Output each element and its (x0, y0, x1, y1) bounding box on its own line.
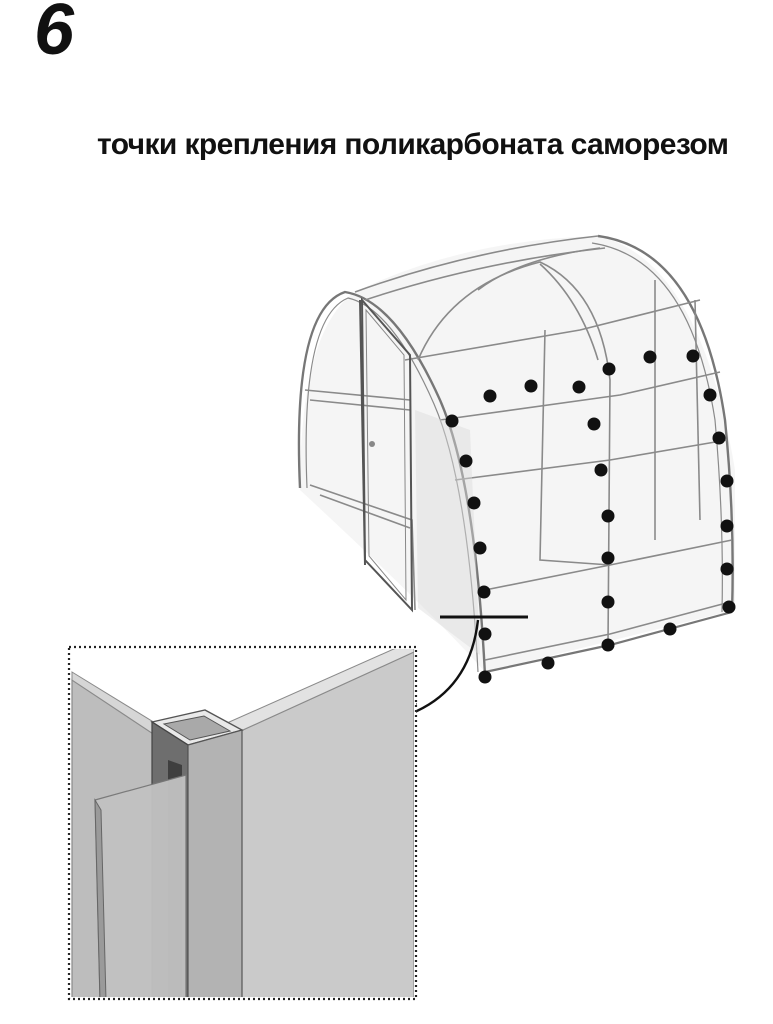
black-dot-icon (541, 656, 555, 670)
detail-inset (67, 645, 418, 1001)
black-dot-icon (722, 600, 736, 614)
black-dot-icon (483, 389, 497, 403)
black-dot-icon (712, 431, 726, 445)
black-dot-icon (594, 463, 608, 477)
black-dot-icon (720, 519, 734, 533)
black-dot-icon (445, 414, 459, 428)
black-dot-icon (473, 541, 487, 555)
black-dot-icon (643, 350, 657, 364)
black-dot-icon (601, 638, 615, 652)
black-dot-icon (478, 627, 492, 641)
black-dot-icon (720, 562, 734, 576)
black-dot-icon (602, 362, 616, 376)
black-dot-icon (686, 349, 700, 363)
black-dot-icon (459, 454, 473, 468)
black-dot-icon (601, 595, 615, 609)
black-dot-icon (572, 380, 586, 394)
black-dot-icon (663, 622, 677, 636)
black-dot-icon (477, 585, 491, 599)
step-number: 6 (34, 0, 75, 70)
black-dot-icon (720, 474, 734, 488)
black-dot-icon (524, 379, 538, 393)
black-dot-icon (703, 388, 717, 402)
black-dot-icon (601, 509, 615, 523)
black-dot-icon (478, 670, 492, 684)
greenhouse-frame (297, 234, 735, 676)
fastening-points (445, 349, 736, 684)
black-dot-icon (467, 496, 481, 510)
page-caption: точки крепления поликарбоната саморезом (97, 128, 729, 161)
black-dot-icon (587, 417, 601, 431)
black-dot-icon (601, 551, 615, 565)
